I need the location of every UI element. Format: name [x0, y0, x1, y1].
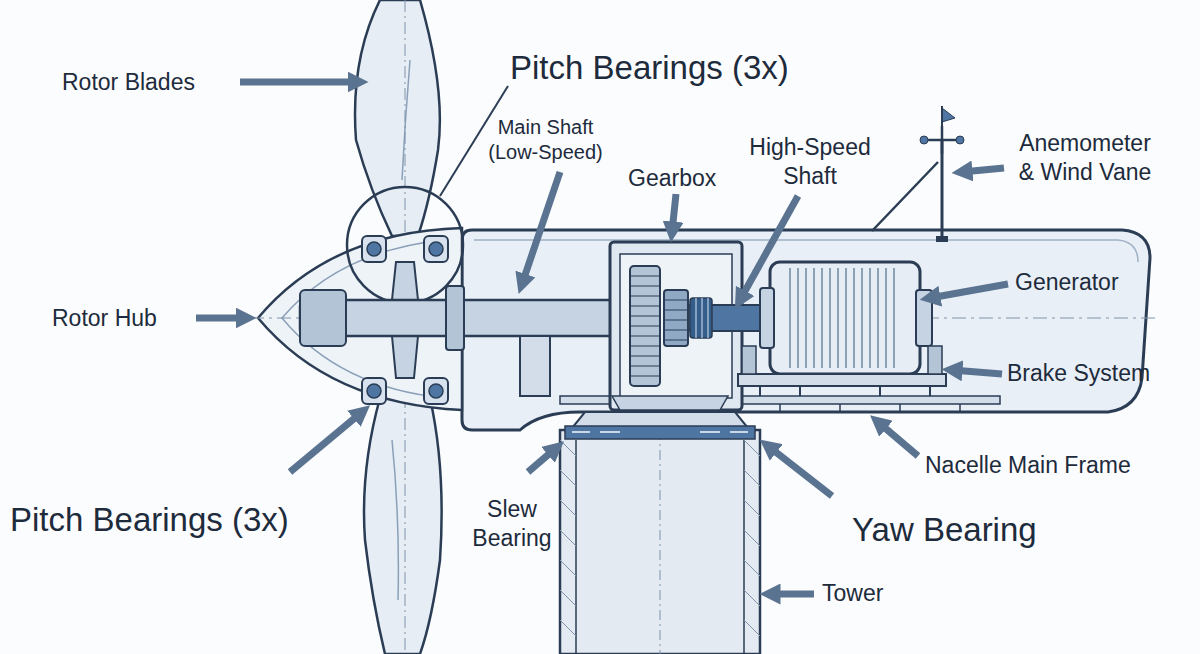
tower-centerline	[660, 430, 661, 654]
gear-teeth	[630, 276, 660, 376]
pinion-gear	[664, 290, 688, 346]
part-label: Rotor Blades	[62, 68, 195, 97]
part-label: Generator	[1015, 268, 1119, 297]
platform-leg	[760, 386, 930, 396]
gearbox-mount	[612, 396, 728, 410]
gear-teeth	[664, 300, 688, 340]
callout-arrow	[930, 284, 1008, 298]
part-label: Pitch Bearings (3x)	[10, 499, 289, 540]
generator-platform	[738, 374, 946, 386]
callout-arrow	[672, 194, 676, 232]
callout-arrow	[522, 172, 560, 284]
part-label: Rotor Hub	[52, 304, 157, 333]
part-label: Nacelle Main Frame	[925, 451, 1131, 480]
part-label: Brake System	[1007, 359, 1150, 388]
part-label: High-Speed Shaft	[735, 133, 885, 191]
pitch-bearing-symbol	[424, 236, 448, 262]
callout-arrow	[952, 370, 1002, 374]
hub-flange	[300, 290, 346, 346]
callout-arrow	[240, 79, 358, 86]
nacelle-inner-line	[474, 240, 1138, 262]
anemometer-cup	[956, 136, 964, 144]
callout-arrow	[878, 422, 918, 456]
shaft-coupling	[690, 298, 712, 338]
mast-base	[936, 236, 948, 242]
part-label: Gearbox	[628, 164, 716, 193]
generator-front-cap	[760, 288, 774, 348]
sensor-strut	[872, 162, 938, 231]
vane-post	[941, 106, 943, 126]
callout-arrow	[528, 448, 556, 472]
part-label: Anemometer & Wind Vane	[1010, 129, 1160, 187]
anemometer-cup	[920, 136, 928, 144]
sensor-mast	[941, 140, 944, 238]
gear-wheel	[630, 266, 660, 386]
pitch-bearing-symbol	[362, 378, 386, 404]
rotor-blade	[364, 398, 442, 654]
bearing-detail	[572, 431, 748, 433]
callout-arrow	[768, 446, 832, 496]
bearing-ball	[367, 384, 381, 398]
callout-arrow	[770, 591, 814, 598]
part-label: Yaw Bearing	[852, 509, 1037, 550]
pitch-bearing-symbol	[362, 236, 386, 262]
part-label: Main Shaft (Low-Speed)	[478, 115, 613, 165]
cooling-fins	[790, 268, 894, 368]
main-bearing-support	[520, 336, 550, 396]
pitch-bearing-symbol	[424, 378, 448, 404]
main-frame-leg	[780, 404, 960, 412]
generator-end-cap	[916, 290, 932, 346]
anemometer-arms	[924, 126, 960, 154]
detail-circle	[347, 187, 463, 303]
brake-caliper	[928, 346, 942, 374]
shaft-flange	[446, 286, 464, 350]
callout-arrow	[962, 168, 1004, 172]
part-label: Slew Bearing	[462, 495, 562, 553]
yaw-bearing-ring	[565, 426, 755, 439]
generator-body	[770, 262, 920, 374]
part-label: Pitch Bearings (3x)	[510, 47, 789, 88]
tower-shell	[560, 430, 760, 654]
part-label: Tower	[822, 579, 883, 608]
bearing-ball	[429, 384, 443, 398]
callout-arrow	[196, 315, 246, 322]
callout-arrow	[290, 412, 362, 472]
wind-vane	[942, 108, 955, 122]
bearing-ball	[429, 242, 443, 256]
brake-caliper	[742, 346, 756, 374]
coupling-ridges	[696, 298, 708, 338]
bearing-ball	[367, 242, 381, 256]
callout-arrow	[740, 196, 798, 300]
